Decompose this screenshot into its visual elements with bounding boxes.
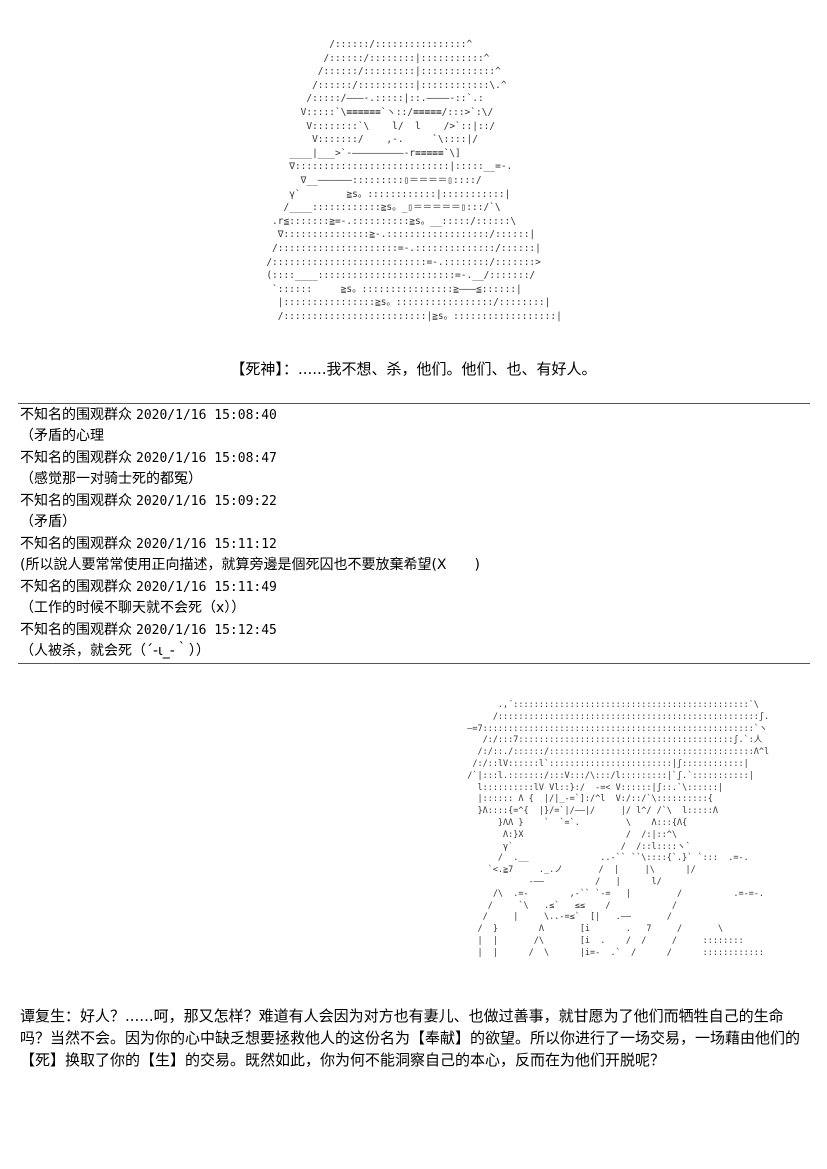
speech-text: ：......我不想、杀，他们。他们、也、有好人。 [282, 360, 597, 378]
comment-timestamp: 2020/1/16 15:09:22 [136, 494, 277, 509]
ascii-art-reaper: /::::::/::::::::::::::::^ /::::::/::::::… [266, 39, 562, 322]
comment-item: 不知名的围观群众 2020/1/16 15:09:22 （矛盾） [20, 491, 810, 532]
comment-text: （矛盾的心理 [20, 428, 104, 444]
comment-author: 不知名的围观群众 [20, 579, 132, 595]
comment-timestamp: 2020/1/16 15:12:45 [136, 623, 277, 638]
ascii-art-tan-fusheng: .,´:::::::::::::::::::::::::::::::::::::… [467, 700, 770, 958]
comment-author: 不知名的围观群众 [20, 536, 132, 552]
comment-item: 不知名的围观群众 2020/1/16 15:11:12 (所以說人要常常使用正向描… [20, 534, 810, 575]
comment-text: (所以說人要常常使用正向描述，就算旁邊是個死囚也不要放棄希望(X ) [20, 557, 480, 573]
comment-text: （矛盾） [20, 514, 76, 530]
comment-author: 不知名的围观群众 [20, 493, 132, 509]
comment-text: （工作的时候不聊天就不会死（x）） [20, 600, 246, 616]
speaker-name: 【死神】 [230, 360, 283, 378]
comments-top-divider [18, 403, 810, 404]
comments-bottom-divider [18, 663, 810, 664]
narration-paragraph: 谭复生：好人？......呵，那又怎样？难道有人会因为对方也有妻儿、也做过善事，… [20, 1007, 801, 1069]
comment-timestamp: 2020/1/16 15:08:40 [136, 408, 277, 423]
comment-timestamp: 2020/1/16 15:11:49 [136, 580, 277, 595]
comment-item: 不知名的围观群众 2020/1/16 15:12:45 （人被杀，就会死（´-ι_… [20, 620, 810, 661]
comment-item: 不知名的围观群众 2020/1/16 15:08:47 （感觉那一对骑士死的都冤） [20, 448, 810, 489]
comment-author: 不知名的围观群众 [20, 407, 132, 423]
comment-text: （感觉那一对骑士死的都冤） [20, 471, 202, 487]
comment-item: 不知名的围观群众 2020/1/16 15:11:49 （工作的时候不聊天就不会死… [20, 577, 810, 618]
comment-timestamp: 2020/1/16 15:08:47 [136, 451, 277, 466]
comment-item: 不知名的围观群众 2020/1/16 15:08:40 （矛盾的心理 [20, 405, 810, 446]
comment-author: 不知名的围观群众 [20, 622, 132, 638]
comment-text: （人被杀，就会死（´-ι_-｀）） [20, 643, 210, 659]
comment-timestamp: 2020/1/16 15:11:12 [136, 537, 277, 552]
speech-line: 【死神】：......我不想、杀，他们。他们、也、有好人。 [0, 359, 827, 379]
comment-author: 不知名的围观群众 [20, 450, 132, 466]
